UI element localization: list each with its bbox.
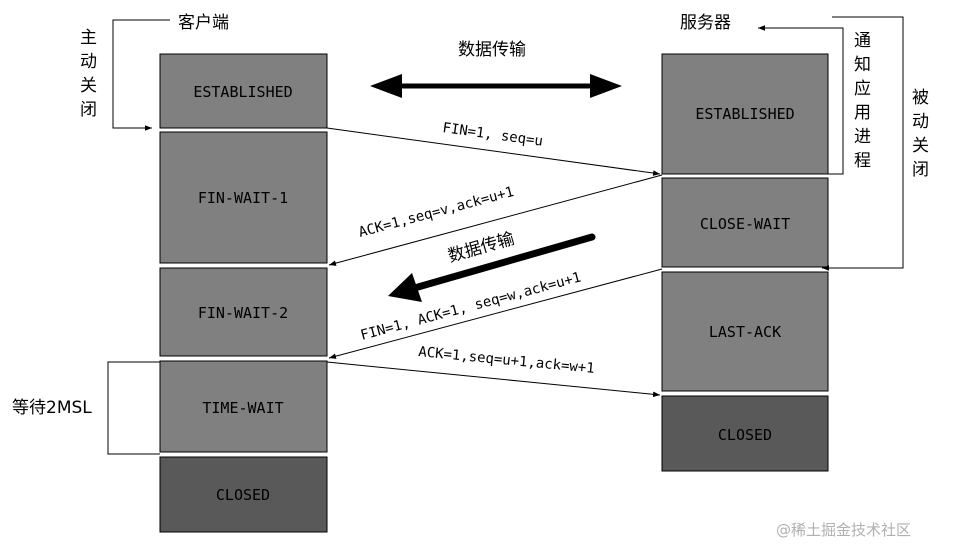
message-ack2-label: ACK=1,seq=u+1,ack=w+1 [418, 344, 596, 377]
passive-close-bracket: 被 动 关 闭 [822, 16, 929, 271]
message-ack2: ACK=1,seq=u+1,ack=w+1 [326, 344, 661, 398]
client-state-closed-label: CLOSED [216, 486, 270, 504]
wait-2msl-bracket: 等待2MSL [10, 361, 160, 455]
server-state-column: ESTABLISHED CLOSE-WAIT LAST-ACK CLOSED [661, 53, 829, 472]
server-state-close-wait-label: CLOSE-WAIT [700, 215, 790, 233]
message-fin1: FIN=1, seq=u [326, 120, 661, 176]
message-fin2-label: FIN=1, ACK=1, seq=w,ack=u+1 [359, 270, 583, 344]
client-state-established [159, 53, 328, 129]
data-transfer-server-to-client-arrow: 数据传输 [388, 229, 596, 302]
active-close-bracket: 主 动 关 闭 [80, 19, 170, 131]
notify-app-bracket: 通 知 应 用 进 程 [758, 25, 871, 175]
client-state-fin-wait-1 [159, 131, 328, 264]
client-state-established-label: ESTABLISHED [193, 83, 292, 101]
client-state-closed [159, 456, 328, 533]
client-state-fin-wait-2 [159, 267, 328, 357]
passive-close-char-2: 关 [912, 136, 929, 156]
watermark: @稀土掘金技术社区 [776, 521, 911, 539]
active-close-char-2: 关 [80, 76, 97, 96]
message-fin2: FIN=1, ACK=1, seq=w,ack=u+1 [328, 268, 663, 359]
server-state-established-label: ESTABLISHED [695, 105, 794, 123]
message-ack1-label: ACK=1,seq=v,ack=u+1 [357, 184, 516, 241]
active-close-char-3: 闭 [80, 100, 97, 120]
notify-app-char-1: 知 [854, 55, 871, 75]
client-state-fin-wait-2-label: FIN-WAIT-2 [198, 304, 288, 322]
notify-app-char-2: 应 [854, 79, 871, 99]
server-state-close-wait [661, 177, 829, 268]
passive-close-char-0: 被 [912, 88, 929, 108]
client-title: 客户端 [178, 13, 229, 33]
active-close-char-1: 动 [80, 52, 97, 72]
notify-app-char-3: 用 [854, 103, 871, 123]
client-state-fin-wait-1-label: FIN-WAIT-1 [198, 189, 288, 207]
client-state-time-wait-label: TIME-WAIT [202, 399, 283, 417]
wait-2msl-label: 等待2MSL [12, 398, 92, 418]
passive-close-char-1: 动 [912, 112, 929, 132]
client-state-column: ESTABLISHED FIN-WAIT-1 FIN-WAIT-2 TIME-W… [159, 53, 328, 533]
server-state-closed [661, 395, 829, 472]
server-state-established [661, 53, 829, 175]
server-state-last-ack [661, 271, 829, 392]
message-fin1-label: FIN=1, seq=u [441, 120, 543, 150]
passive-close-char-3: 闭 [912, 160, 929, 180]
active-close-char-0: 主 [80, 28, 97, 48]
notify-app-char-4: 进 [854, 127, 871, 147]
server-state-closed-label: CLOSED [718, 426, 772, 444]
data-transfer-top-label: 数据传输 [458, 40, 526, 60]
client-state-time-wait [159, 360, 328, 453]
server-state-last-ack-label: LAST-ACK [709, 323, 781, 341]
data-transfer-bidirectional-arrow: 数据传输 [370, 40, 622, 98]
notify-app-char-5: 程 [854, 151, 871, 171]
server-title: 服务器 [680, 13, 731, 33]
notify-app-char-0: 通 [854, 31, 871, 51]
